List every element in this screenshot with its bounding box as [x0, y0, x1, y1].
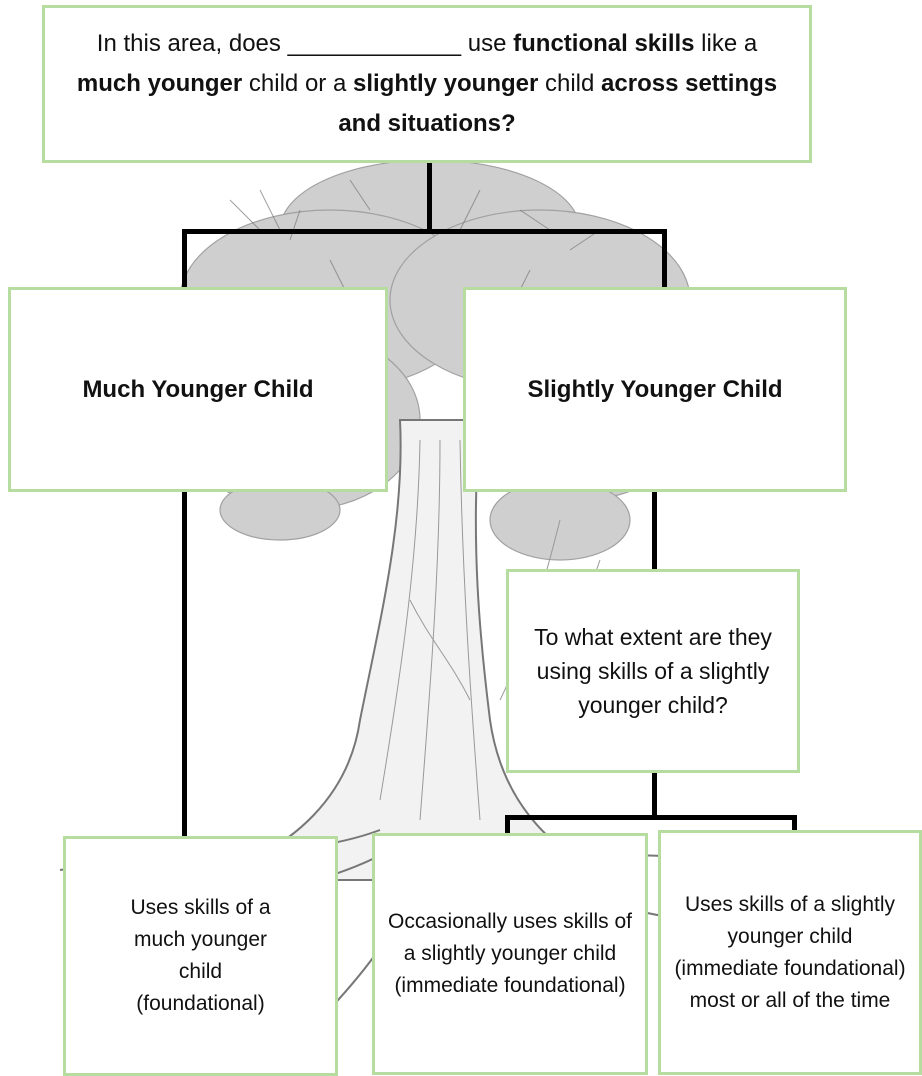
outcome-occasional-box: Occasionally uses skills of a slightly y…	[372, 833, 648, 1075]
connector-followup-down	[652, 770, 657, 818]
connector-left-long	[182, 490, 187, 840]
connector-right-drop	[662, 229, 667, 291]
much-younger-label: Much Younger Child	[82, 375, 314, 403]
question-part: child or a	[242, 70, 353, 97]
slightly-younger-label: Slightly Younger Child	[527, 375, 783, 403]
outcome-foundational-box: Uses skills of a much younger child (fou…	[63, 836, 338, 1076]
outcome-occasional-text: Occasionally uses skills of a slightly y…	[388, 910, 632, 997]
question-part: like a	[694, 30, 758, 57]
question-emphasis: slightly younger	[352, 70, 539, 97]
question-emphasis: across settings and situations?	[338, 70, 778, 137]
connector-left-drop	[182, 229, 187, 291]
slightly-younger-child-box: Slightly Younger Child	[463, 287, 847, 492]
question-part: use	[461, 30, 514, 57]
connector-followup-left	[505, 815, 510, 845]
question-part: In this area, does	[96, 30, 288, 57]
child-name-blank: _____________	[287, 30, 462, 57]
outcome-most-time-text: Uses skills of a slightly younger child …	[674, 892, 906, 1012]
connector-followup-horizontal	[505, 815, 797, 820]
question-emphasis: functional skills	[513, 30, 695, 57]
much-younger-child-box: Much Younger Child	[8, 287, 388, 492]
connector-top-vertical	[427, 160, 432, 232]
question-part: child	[538, 70, 602, 97]
connector-right-mid	[652, 490, 657, 572]
question-text: In this area, does _____________ use fun…	[75, 24, 779, 144]
outcome-foundational-text: Uses skills of a much younger child (fou…	[130, 896, 271, 1015]
connector-top-horizontal	[182, 229, 667, 234]
follow-up-text: To what extent are they using skills of …	[534, 624, 772, 718]
follow-up-question-box: To what extent are they using skills of …	[506, 569, 800, 773]
question-emphasis: much younger	[76, 70, 243, 97]
outcome-most-time-box: Uses skills of a slightly younger child …	[658, 830, 922, 1075]
question-box: In this area, does _____________ use fun…	[42, 5, 812, 163]
